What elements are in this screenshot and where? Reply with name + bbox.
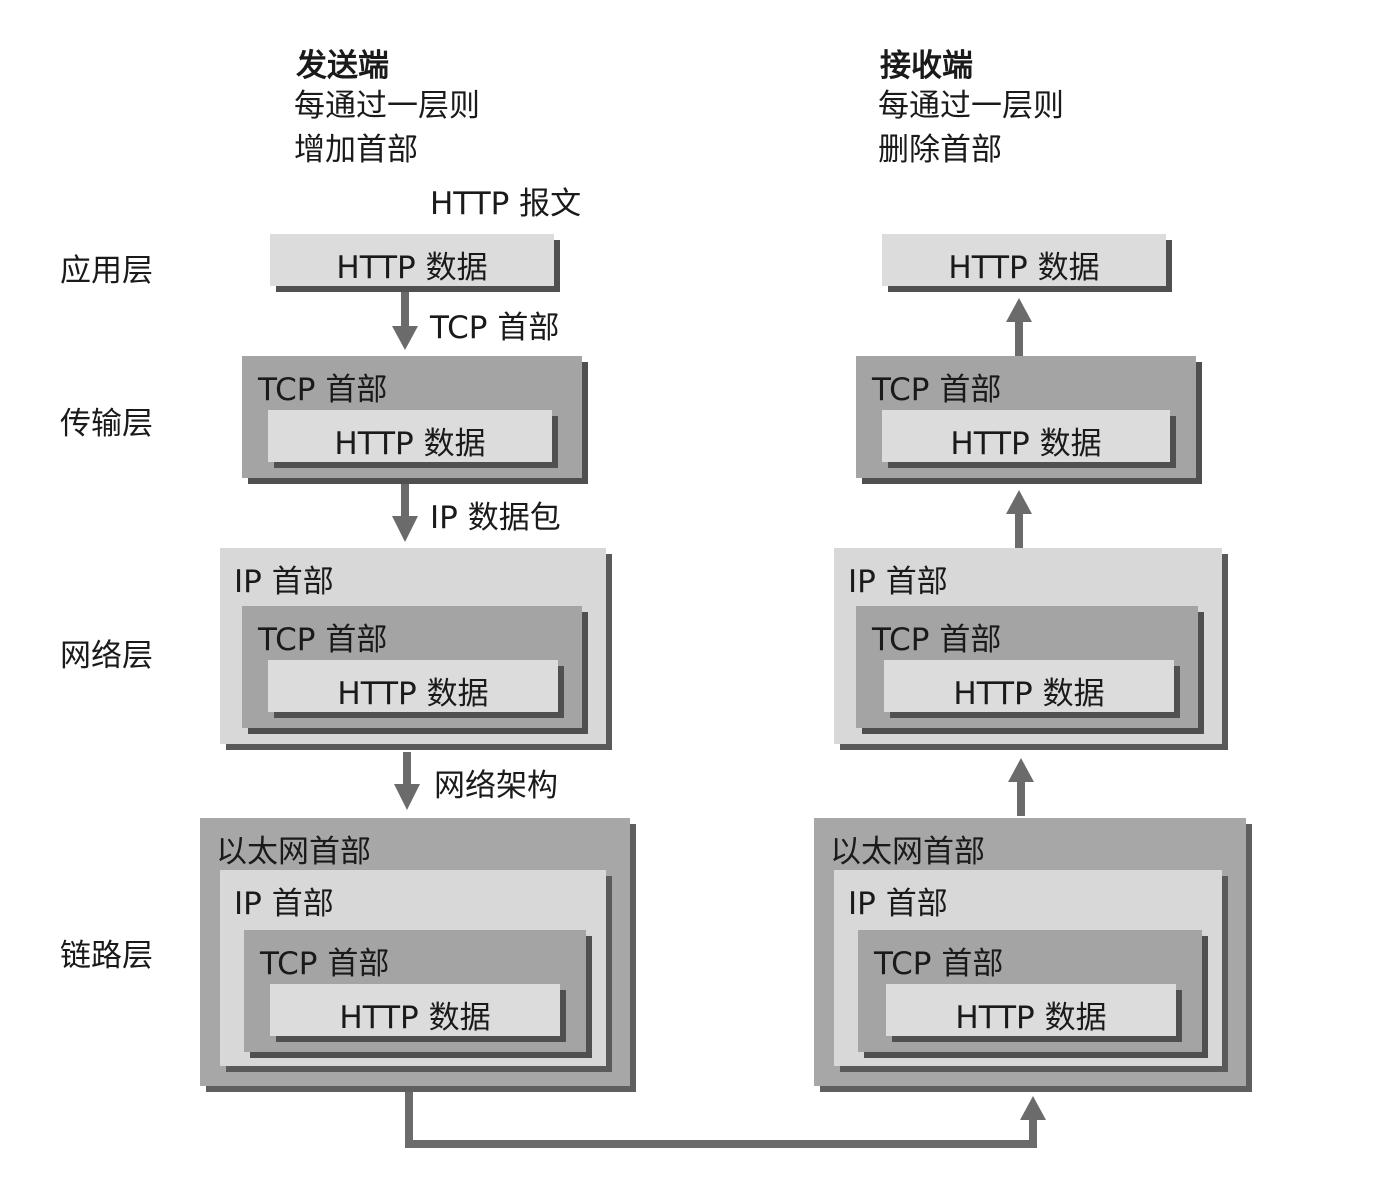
sender-link-eth-box: 以太网首部 IP 首部 TCP 首部 HTTP 数据: [200, 818, 630, 1086]
receiver-link-tcp-box: TCP 首部 HTTP 数据: [858, 930, 1202, 1052]
layer-label-link: 链路层: [60, 938, 153, 974]
receiver-link-eth-box: 以太网首部 IP 首部 TCP 首部 HTTP 数据: [814, 818, 1246, 1086]
receiver-desc-line2: 删除首部: [878, 132, 1002, 168]
physical-link-connector: [405, 1092, 1046, 1148]
receiver-link-http-box: HTTP 数据: [886, 984, 1176, 1036]
ip-header-text: IP 首部: [848, 886, 948, 922]
tcp-header-text: TCP 首部: [260, 946, 390, 982]
receiver-app-http-box: HTTP 数据: [882, 234, 1166, 286]
layer-label-transport: 传输层: [60, 406, 153, 442]
down-arrow-icon: [394, 752, 420, 810]
sender-transport-tcp-box: TCP 首部 HTTP 数据: [242, 356, 582, 478]
sender-link-tcp-box: TCP 首部 HTTP 数据: [244, 930, 586, 1052]
receiver-title: 接收端: [880, 48, 973, 84]
network-arch-label: 网络架构: [434, 768, 558, 804]
tcp-header-text: TCP 首部: [258, 622, 388, 658]
http-message-label: HTTP 报文: [430, 186, 582, 222]
http-data-text: HTTP 数据: [948, 250, 1100, 286]
http-data-text: HTTP 数据: [950, 426, 1102, 462]
layer-label-network: 网络层: [60, 638, 153, 674]
eth-header-text: 以太网首部: [216, 834, 371, 870]
ip-header-text: IP 首部: [848, 564, 948, 600]
sender-app-http-box: HTTP 数据: [270, 234, 554, 286]
receiver-network-tcp-box: TCP 首部 HTTP 数据: [856, 606, 1198, 728]
up-arrow-icon: [1008, 758, 1034, 816]
receiver-transport-http-box: HTTP 数据: [882, 410, 1170, 462]
sender-link-ip-box: IP 首部 TCP 首部 HTTP 数据: [220, 870, 606, 1066]
tcp-header-text: TCP 首部: [258, 372, 388, 408]
tcp-header-text: TCP 首部: [872, 372, 1002, 408]
http-data-text: HTTP 数据: [336, 250, 488, 286]
receiver-link-ip-box: IP 首部 TCP 首部 HTTP 数据: [834, 870, 1222, 1066]
ip-header-text: IP 首部: [234, 886, 334, 922]
up-arrow-icon: [1006, 298, 1032, 356]
ip-header-text: IP 首部: [234, 564, 334, 600]
eth-header-text: 以太网首部: [830, 834, 985, 870]
sender-network-tcp-box: TCP 首部 HTTP 数据: [242, 606, 582, 728]
tcp-header-text: TCP 首部: [872, 622, 1002, 658]
sender-desc-line2: 增加首部: [294, 132, 418, 168]
tcp-header-text: TCP 首部: [874, 946, 1004, 982]
up-arrow-icon: [1006, 490, 1032, 548]
sender-desc-line1: 每通过一层则: [294, 88, 480, 124]
down-arrow-icon: [392, 484, 418, 542]
http-data-text: HTTP 数据: [953, 676, 1105, 712]
layer-label-application: 应用层: [60, 253, 153, 289]
receiver-transport-tcp-box: TCP 首部 HTTP 数据: [856, 356, 1196, 478]
sender-title: 发送端: [296, 48, 389, 84]
receiver-desc-line1: 每通过一层则: [878, 88, 1064, 124]
sender-network-ip-box: IP 首部 TCP 首部 HTTP 数据: [220, 548, 606, 744]
ip-packet-label: IP 数据包: [430, 500, 561, 536]
tcp-header-arrow-label: TCP 首部: [430, 310, 560, 346]
sender-transport-http-box: HTTP 数据: [268, 410, 552, 462]
sender-network-http-box: HTTP 数据: [268, 660, 558, 712]
receiver-network-http-box: HTTP 数据: [884, 660, 1174, 712]
http-data-text: HTTP 数据: [334, 426, 486, 462]
http-data-text: HTTP 数据: [955, 1000, 1107, 1036]
sender-link-http-box: HTTP 数据: [270, 984, 560, 1036]
receiver-network-ip-box: IP 首部 TCP 首部 HTTP 数据: [834, 548, 1222, 744]
http-data-text: HTTP 数据: [337, 676, 489, 712]
http-data-text: HTTP 数据: [339, 1000, 491, 1036]
down-arrow-icon: [392, 290, 418, 350]
